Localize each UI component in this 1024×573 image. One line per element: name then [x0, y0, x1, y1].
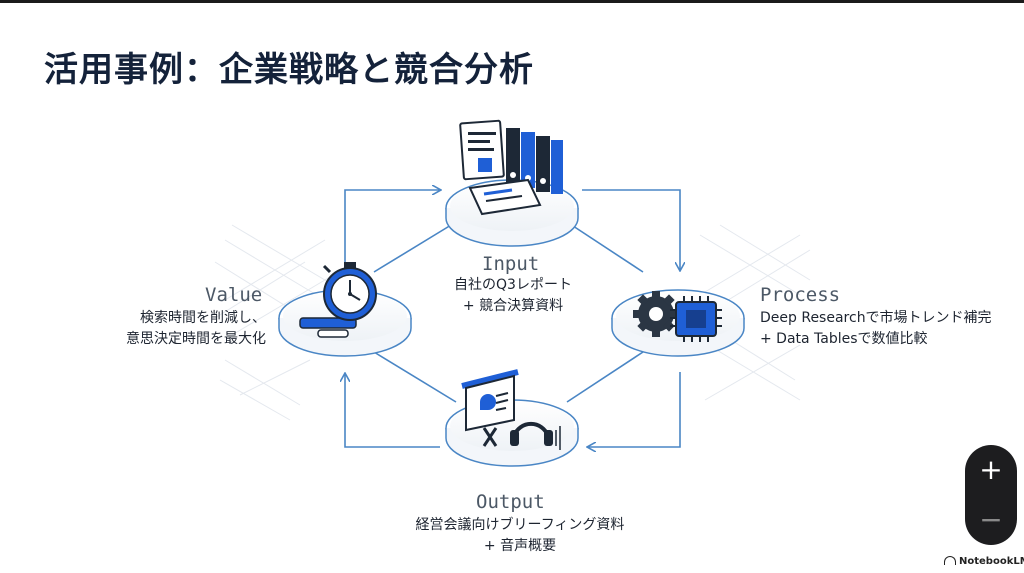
- connector-lines: [373, 221, 644, 403]
- output-line-2: + 音声概要: [483, 538, 557, 554]
- zoom-control: + −: [965, 445, 1017, 545]
- value-line-2: 意思決定時間を最大化: [126, 331, 266, 347]
- brand-watermark: NotebookLM: [944, 556, 1024, 567]
- process-description: Deep Researchで市場トレンド補完 + Data Tablesで数値比…: [760, 308, 992, 350]
- page-title: 活用事例：企業戦略と競合分析: [44, 50, 534, 90]
- presentation-headphones-icon: [461, 369, 561, 450]
- input-line-2: + 競合決算資料: [462, 298, 564, 314]
- process-label: Process: [760, 284, 841, 306]
- input-line-1: 自社のQ3レポート: [454, 277, 572, 293]
- zoom-out-button[interactable]: −: [979, 503, 1003, 536]
- background-grid: [214, 224, 811, 421]
- notebooklm-logo-icon: [944, 556, 956, 565]
- input-description: 自社のQ3レポート + 競合決算資料: [446, 275, 580, 317]
- process-line-1: Deep Researchで市場トレンド補完: [760, 310, 992, 326]
- output-description: 経営会議向けブリーフィング資料 + 音声概要: [400, 515, 640, 557]
- brand-name: NotebookLM: [959, 556, 1024, 567]
- cycle-arrows: [345, 190, 680, 447]
- input-label: Input: [482, 253, 540, 275]
- value-line-1: 検索時間を削減し、: [140, 310, 266, 326]
- value-description: 検索時間を削減し、 意思決定時間を最大化: [96, 308, 266, 350]
- top-border: [0, 0, 1024, 3]
- documents-binders-icon: [459, 119, 563, 216]
- gear-chip-icon: [633, 291, 722, 342]
- process-line-2: + Data Tablesで数値比較: [760, 331, 928, 347]
- stopwatch-icon: [299, 262, 377, 338]
- output-line-1: 経営会議向けブリーフィング資料: [415, 517, 625, 533]
- zoom-in-button[interactable]: +: [979, 453, 1003, 486]
- output-label: Output: [476, 491, 545, 513]
- value-label: Value: [205, 284, 263, 306]
